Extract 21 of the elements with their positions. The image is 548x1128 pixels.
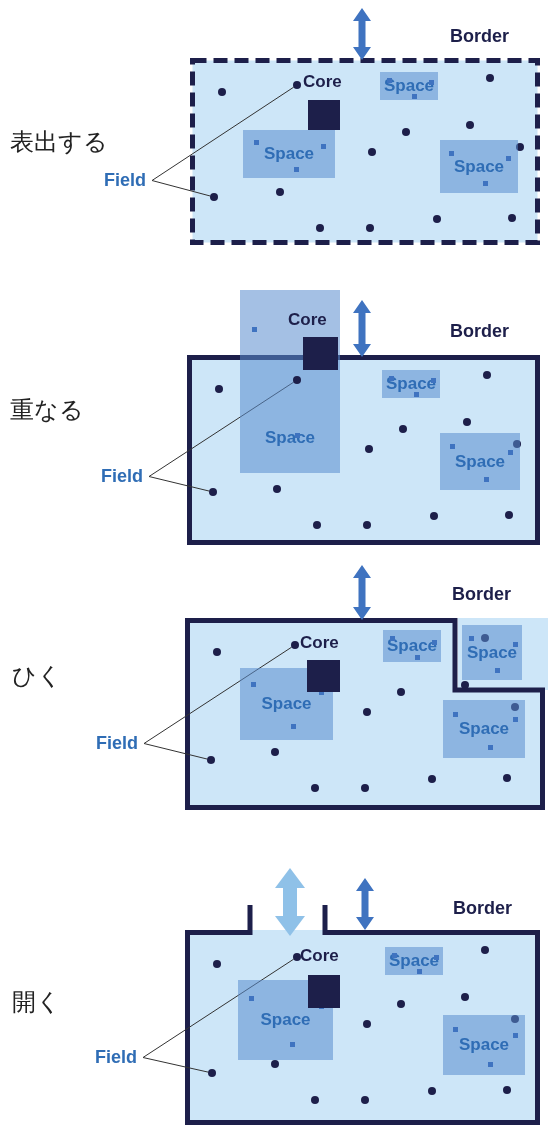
node-label: Core: [300, 633, 339, 652]
panel-heading: 重なる: [10, 396, 84, 425]
space-label: Space: [453, 156, 505, 177]
node-label: Core: [300, 946, 339, 965]
space-label: Space: [458, 719, 510, 739]
node-label: Core: [288, 310, 327, 329]
border-label: Border: [450, 26, 509, 47]
border-label: Border: [452, 584, 511, 605]
panel-heading: 表出する: [10, 128, 108, 157]
panel-heading: ひく: [12, 662, 62, 691]
space-label: Space: [466, 642, 518, 663]
space-label: Space: [260, 1010, 311, 1030]
space-label: Space: [264, 428, 316, 448]
space-label: Space: [263, 144, 315, 164]
panel-heading: 開く: [12, 988, 61, 1017]
border-label: Border: [453, 898, 512, 919]
space-label: Space: [454, 451, 506, 472]
node-label: Core: [303, 72, 342, 91]
space-label: Space: [458, 1035, 510, 1055]
border-label: Border: [450, 321, 509, 342]
space-label: Space: [261, 694, 312, 714]
